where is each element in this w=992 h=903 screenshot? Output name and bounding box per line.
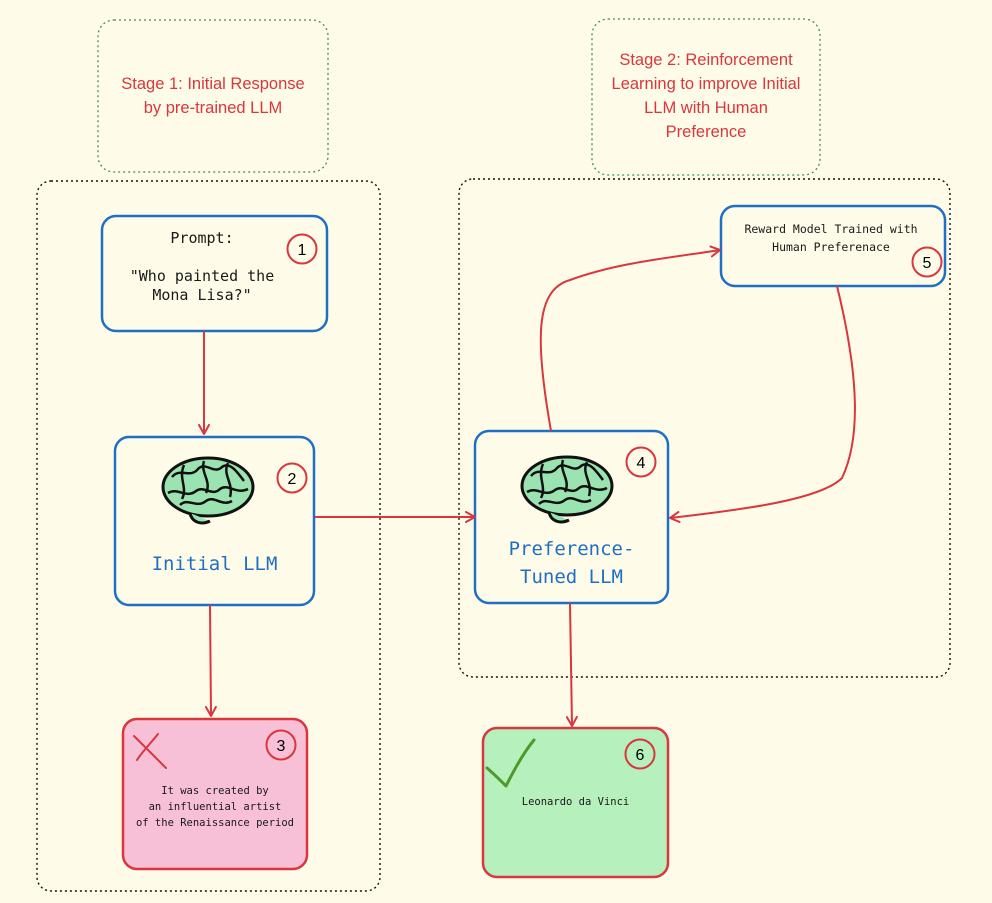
stage1-caption: Stage 1: Initial Response by pre-trained… bbox=[121, 75, 305, 117]
prompt-text: Prompt: "Who painted the Mona Lisa?" bbox=[129, 229, 275, 304]
arrow-initial-to-bad-answer bbox=[204, 604, 217, 717]
arrow-preference-to-reward-model bbox=[539, 245, 721, 432]
stage2-caption: Stage 2: Reinforcement Learning to impro… bbox=[611, 51, 801, 141]
initial-llm-title: Initial LLM bbox=[151, 553, 278, 575]
badge-6: 6 bbox=[624, 738, 656, 770]
stage2-group bbox=[458, 178, 951, 678]
bad-answer-text: It was created by an influential artist … bbox=[135, 785, 295, 829]
svg-text:3: 3 bbox=[277, 738, 286, 755]
checkmark-icon bbox=[485, 738, 536, 788]
badge-2: 2 bbox=[276, 462, 308, 494]
reward-model-node bbox=[719, 204, 947, 288]
svg-text:5: 5 bbox=[923, 255, 932, 272]
good-answer-text: Leonardo da Vinci bbox=[521, 796, 630, 808]
prompt-node bbox=[100, 214, 329, 333]
svg-text:6: 6 bbox=[636, 747, 645, 764]
badge-3: 3 bbox=[265, 729, 297, 761]
badge-5: 5 bbox=[911, 246, 943, 278]
svg-text:4: 4 bbox=[637, 455, 646, 472]
svg-text:1: 1 bbox=[298, 242, 307, 259]
badge-1: 1 bbox=[286, 233, 318, 265]
arrow-reward-model-to-preference bbox=[669, 285, 856, 523]
preference-llm-title: Preference- Tuned LLM bbox=[508, 538, 635, 588]
reward-model-text: Reward Model Trained with Human Preferen… bbox=[744, 222, 918, 254]
svg-text:2: 2 bbox=[288, 471, 297, 488]
cross-icon bbox=[133, 733, 167, 769]
badge-4: 4 bbox=[625, 446, 657, 478]
stage1-label-box bbox=[97, 19, 329, 173]
arrow-preference-to-good-answer bbox=[565, 602, 578, 727]
good-answer-node bbox=[481, 726, 670, 879]
bad-answer-node bbox=[121, 717, 309, 871]
